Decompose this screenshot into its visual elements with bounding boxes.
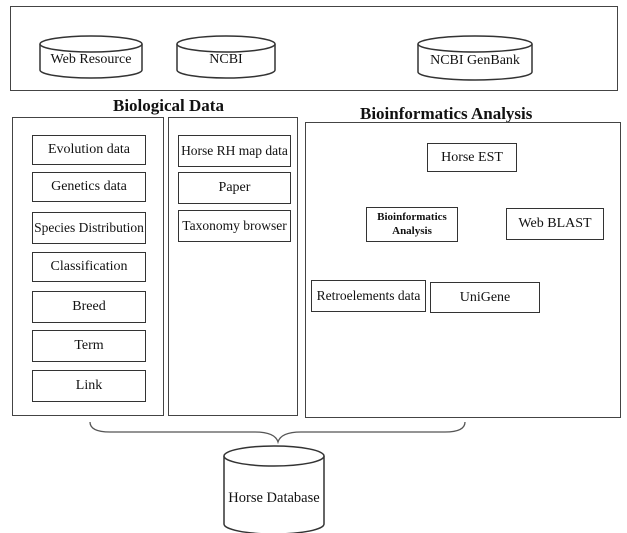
node-retroelements-data: Retroelements data: [311, 280, 426, 312]
source-ncbi-genbank: NCBI GenBank: [430, 53, 520, 68]
database-label: Horse Database: [228, 490, 320, 506]
item-breed: Breed: [32, 291, 146, 323]
item-horse-rh-map-data: Horse RH map data: [178, 135, 291, 167]
node-unigene: UniGene: [430, 282, 540, 313]
item-genetics-data: Genetics data: [32, 172, 146, 202]
item-term: Term: [32, 330, 146, 362]
item-link: Link: [32, 370, 146, 402]
item-paper: Paper: [178, 172, 291, 204]
item-evolution-data: Evolution data: [32, 135, 146, 165]
heading-biological-data: Biological Data: [113, 96, 224, 115]
cylinder-web-resource: [39, 35, 143, 79]
node-bioinformatics-analysis: Bioinformatics Analysis: [366, 207, 458, 242]
source-web-resource: Web Resource: [50, 52, 132, 67]
grouping-brace: [89, 421, 466, 445]
cylinder-horse-database: [223, 445, 325, 533]
cylinder-ncbi-genbank: [417, 35, 533, 81]
item-species-distribution: Species Distribution: [32, 212, 146, 244]
source-ncbi: NCBI: [209, 52, 243, 67]
heading-bioinformatics-analysis: Bioinformatics Analysis: [360, 104, 533, 123]
item-classification: Classification: [32, 252, 146, 282]
node-horse-est: Horse EST: [427, 143, 517, 172]
item-taxonomy-browser: Taxonomy browser: [178, 210, 291, 242]
node-web-blast: Web BLAST: [506, 208, 604, 240]
cylinder-ncbi: [176, 35, 276, 79]
